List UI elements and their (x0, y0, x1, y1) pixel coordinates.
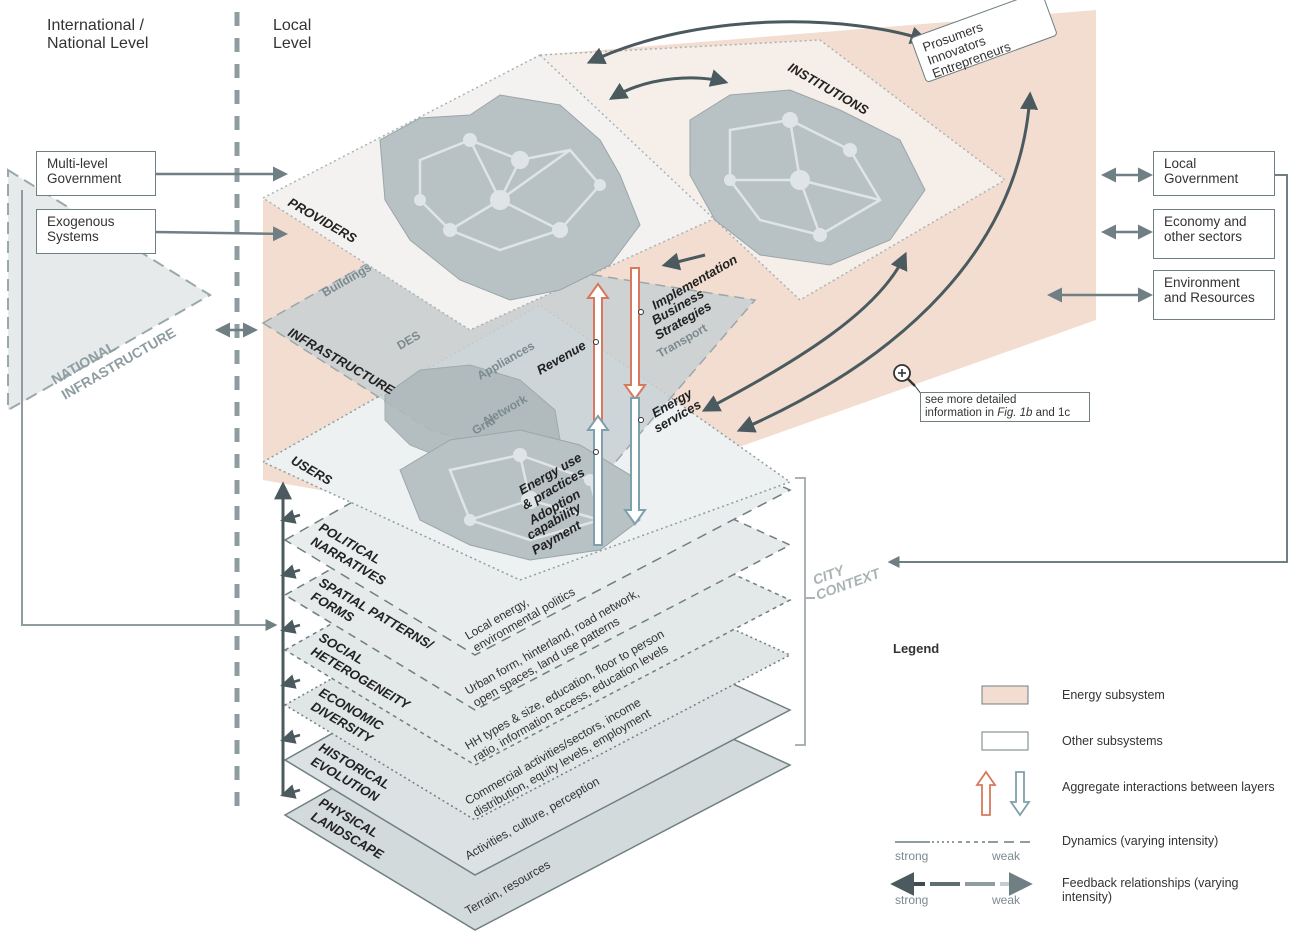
environment-box[interactable]: Environment and Resources (1153, 270, 1275, 320)
international-level-label: International / National Level (47, 17, 149, 52)
legend-graphics (890, 685, 1033, 896)
legend-feedback-weak: weak (992, 893, 1021, 907)
economy-box[interactable]: Economy and other sectors (1153, 209, 1275, 259)
legend-title: Legend (893, 641, 940, 656)
legend-feedback: Feedback relationships (varying intensit… (1062, 876, 1239, 904)
zoom-in-icon[interactable] (893, 364, 923, 396)
legend-feedback-strong: strong (895, 893, 929, 907)
legend-aggregate: Aggregate interactions between layers (1062, 780, 1275, 794)
zoom-note-fig: Fig. 1b (997, 407, 1033, 419)
legend-dynamics: Dynamics (varying intensity) (1062, 834, 1219, 848)
zoom-note-line2-post: and 1c (1032, 407, 1071, 419)
zoom-note: see more detailed information in Fig. 1b… (920, 392, 1090, 422)
local-government-box[interactable]: Local Government (1153, 151, 1275, 196)
multi-level-government-box[interactable]: Multi-level Government (36, 151, 156, 196)
legend-dynamics-weak: weak (992, 849, 1021, 863)
zoom-note-line2-pre: information in (925, 407, 998, 419)
legend-energy-subsystem: Energy subsystem (1062, 688, 1165, 702)
city-map-providers (379, 94, 641, 301)
zoom-note-line1: see more detailed (925, 394, 1017, 406)
local-level-label: Local Level (273, 17, 312, 52)
city-map-users (399, 429, 641, 561)
aggregate-arrows (586, 267, 647, 546)
exogenous-systems-box[interactable]: Exogenous Systems (36, 209, 156, 254)
legend-dynamics-strong: strong (895, 849, 929, 863)
legend-other-subsystems: Other subsystems (1062, 734, 1163, 748)
